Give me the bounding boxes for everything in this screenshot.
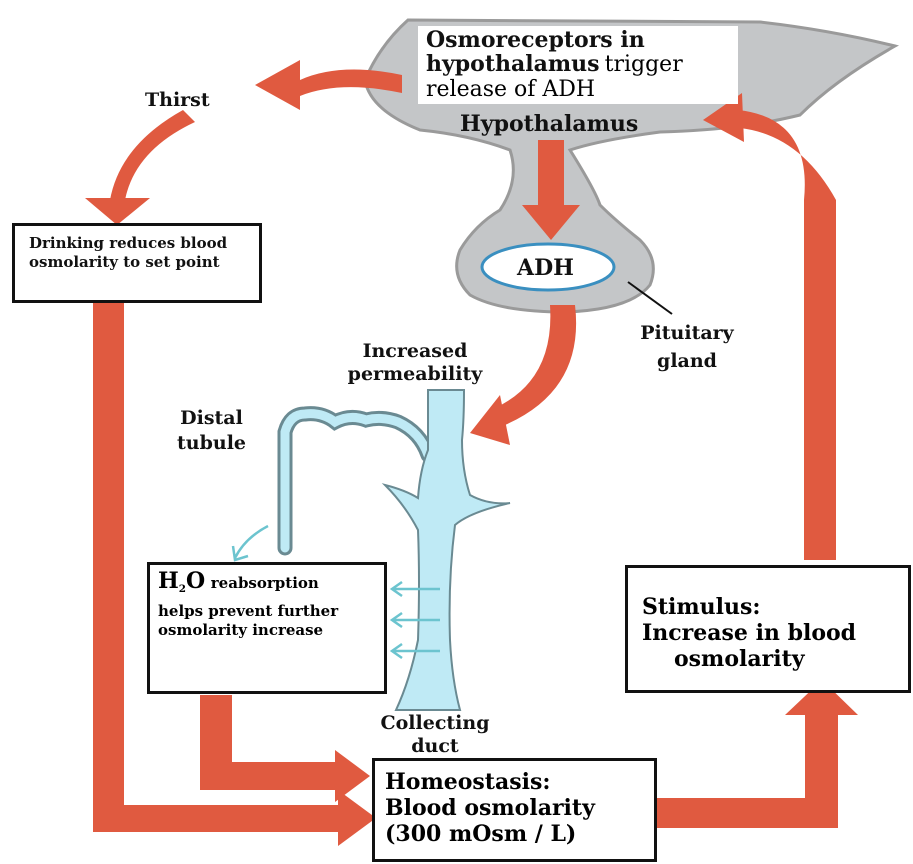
pituitary-label: Pituitary gland <box>640 322 734 372</box>
arrow-drink-to-home-head <box>338 790 376 846</box>
arrow-reab-to-home-body <box>200 695 340 790</box>
arrow-home-to-stim-head <box>785 680 858 715</box>
duct-arrow-3 <box>389 642 440 660</box>
duct-arrow-2 <box>389 611 440 629</box>
arrow-stim-to-hypo-head <box>703 93 744 142</box>
pituitary-pointer <box>627 281 673 315</box>
arrow-pit-to-duct-body <box>495 305 577 425</box>
feedback-arrows <box>85 60 858 846</box>
stimulus-box: Stimulus: Increase in blood osmolarity <box>625 565 911 693</box>
arrow-thirst-to-drinking-body <box>110 110 195 200</box>
small-arrows <box>231 524 440 660</box>
arrow-home-to-stim-body <box>655 710 838 828</box>
drinking-text: Drinking reduces blood osmolarity to set… <box>29 234 228 271</box>
thirst-label: Thirst <box>145 89 210 111</box>
reab-sub: 2 <box>178 583 187 596</box>
collecting-duct <box>381 389 511 711</box>
hypothalamus-label: Hypothalamus <box>460 111 639 137</box>
tubule-water-arrow <box>231 524 269 562</box>
homeostasis-line1: Blood osmolarity <box>385 795 595 821</box>
distal-tubule-label: Distal tubule <box>177 407 246 454</box>
arrow-hypo-to-pit-head <box>522 205 580 240</box>
collecting-duct-label: Collecting duct <box>380 712 490 757</box>
distal-tubule <box>277 406 436 556</box>
reab-rest: helps prevent further osmolarity increas… <box>158 601 339 640</box>
osmoreceptors-box: Osmoreceptors in hypothalamus trigger re… <box>418 26 738 104</box>
reab-h: H <box>158 568 179 594</box>
distal-tubule-fill <box>280 409 433 553</box>
drinking-box: Drinking reduces blood osmolarity to set… <box>12 223 262 303</box>
duct-arrow-1 <box>389 580 440 598</box>
arrow-hypo-to-pit-body <box>538 140 564 210</box>
osmoreceptors-rest: trigger release of ADH <box>426 52 683 103</box>
reabsorption-box: H2O reabsorption helps prevent further o… <box>147 562 387 694</box>
arrow-to-thirst-head <box>255 60 300 110</box>
stimulus-line1: Increase in blood <box>642 620 857 646</box>
arrow-drink-to-home-body <box>93 302 340 832</box>
reabsorption-heading: H2O reabsorption <box>158 569 378 596</box>
osmoreceptors-bold: Osmoreceptors in hypothalamus <box>426 27 645 78</box>
permeability-label: Increased permeability <box>347 340 483 385</box>
reab-o: O <box>186 568 206 594</box>
arrow-pit-to-duct-head <box>470 395 510 445</box>
adh-ellipse <box>480 242 616 292</box>
arrow-to-thirst-body <box>300 69 402 96</box>
arrow-stim-to-hypo-body <box>738 110 836 560</box>
stimulus-line2: osmolarity <box>674 646 805 672</box>
arrow-thirst-to-drinking-head <box>85 198 150 225</box>
reab-suffix: reabsorption <box>210 574 319 592</box>
homeostasis-box: Homeostasis: Blood osmolarity (300 mOsm … <box>372 758 657 862</box>
stimulus-title: Stimulus: <box>642 594 761 620</box>
adh-label: ADH <box>517 255 574 281</box>
homeostasis-title: Homeostasis: <box>385 769 551 795</box>
homeostasis-line2: (300 mOsm / L) <box>385 821 577 847</box>
arrow-reab-to-home-head <box>335 750 370 802</box>
